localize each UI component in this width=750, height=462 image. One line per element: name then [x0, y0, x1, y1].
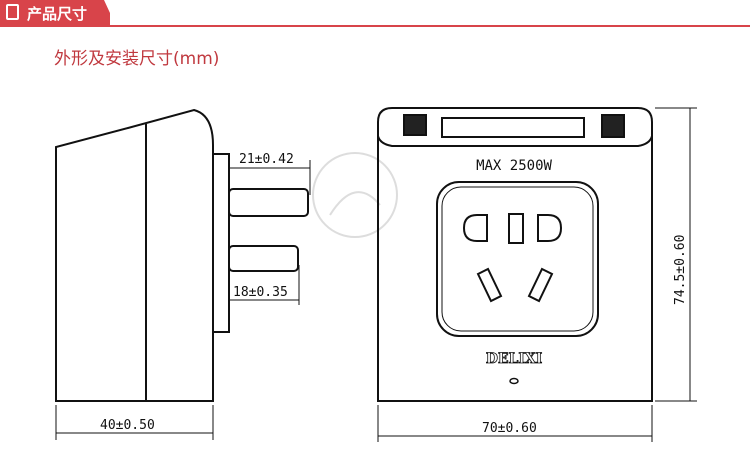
- socket-right-slot: [537, 214, 563, 242]
- pin-short: [228, 245, 299, 272]
- height-dimension: 74.5±0.60: [673, 235, 688, 305]
- left-grip: [403, 114, 427, 136]
- section-title: 产品尺寸: [27, 5, 88, 23]
- socket-panel: [436, 181, 599, 337]
- depth-dimension: 40±0.50: [100, 418, 155, 433]
- side-dimension-lines: [55, 160, 311, 440]
- front-body: [377, 107, 653, 402]
- socket-slant-right: [527, 267, 554, 303]
- top-cap: [377, 135, 653, 147]
- section-header-tab: 产品尺寸: [0, 0, 110, 26]
- plug-base: [212, 153, 230, 333]
- indicator-window: [441, 117, 585, 138]
- socket-left-slot: [462, 214, 488, 242]
- pin-long-dimension: 21±0.42: [239, 152, 294, 167]
- power-rating: MAX 2500W: [476, 158, 552, 174]
- socket-usb-slot: [508, 213, 524, 244]
- subtitle: 外形及安装尺寸(mm): [54, 49, 220, 69]
- brand-logo: DELIXI: [486, 351, 543, 367]
- pin-long: [228, 188, 309, 217]
- side-view: [55, 108, 311, 440]
- header-divider: [0, 25, 750, 27]
- front-dimension-lines: [377, 107, 697, 442]
- width-dimension: 70±0.60: [482, 421, 537, 436]
- watermark-logo: [312, 152, 398, 238]
- socket-slant-left: [476, 267, 503, 303]
- side-body: [55, 108, 214, 402]
- led-indicator: [509, 377, 519, 385]
- pin-short-dimension: 18±0.35: [233, 285, 288, 300]
- document-icon: [6, 4, 19, 20]
- front-view: [377, 107, 697, 442]
- right-grip: [601, 114, 625, 138]
